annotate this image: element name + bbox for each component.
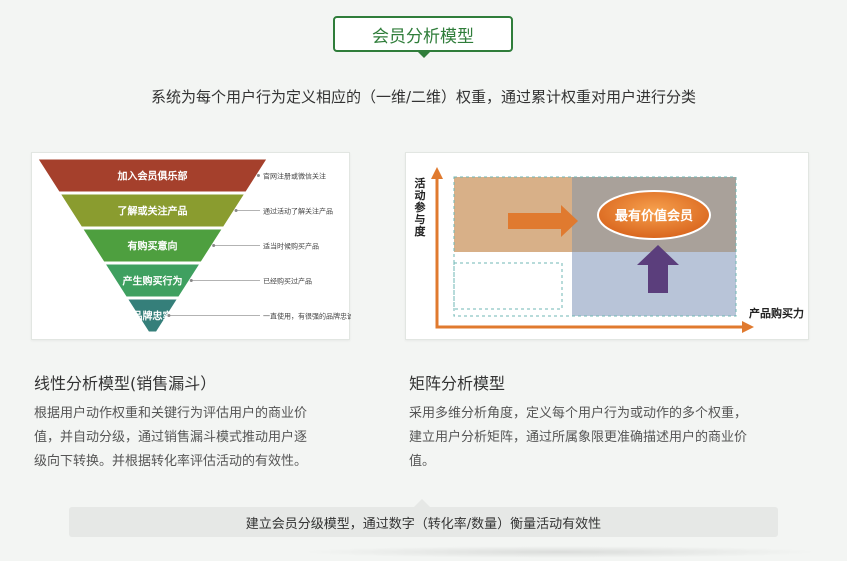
description-line: 采用多维分析角度，定义每个用户行为或动作的多个权重， bbox=[409, 406, 748, 421]
funnel-level-label: 了解或关注产品 bbox=[118, 205, 188, 218]
funnel-level-label: 产生购买行为 bbox=[123, 275, 183, 288]
matrix-diagram: 最有价值会员 活动参与度 产品购买力 bbox=[415, 167, 804, 333]
funnel-level-5 bbox=[126, 298, 179, 333]
description-line: 建立用户分析矩阵，通过所属象限更准确描述用户的商业价 bbox=[409, 430, 748, 445]
funnel-level-1 bbox=[37, 158, 268, 193]
matrix-model-description: 采用多维分析角度，定义每个用户行为或动作的多个权重， 建立用户分析矩阵，通过所属… bbox=[409, 402, 789, 474]
funnel-connector-dot bbox=[189, 279, 193, 282]
funnel-level-label: 有购买意向 bbox=[128, 240, 178, 253]
funnel-connector-dot bbox=[256, 174, 260, 177]
funnel-connector-dot bbox=[234, 209, 238, 212]
funnel-level-2 bbox=[59, 193, 246, 228]
center-bubble-label: 最有价值会员 bbox=[615, 208, 693, 224]
x-axis-label: 产品购买力 bbox=[749, 306, 804, 320]
funnel-panel: 加入会员俱乐部 官网注册或微信关注了解或关注产品 通过活动了解关注产品有购买意向 适当… bbox=[31, 152, 351, 340]
matrix-panel: 最有价值会员 活动参与度 产品购买力 bbox=[405, 152, 809, 340]
funnel-level-label: 品牌忠实 bbox=[133, 310, 173, 323]
matrix-model-heading: 矩阵分析模型 bbox=[409, 374, 506, 393]
funnel-level-3 bbox=[81, 228, 224, 263]
description-line: 值。 bbox=[409, 454, 436, 469]
y-axis-label: 活动参与度 bbox=[415, 176, 427, 238]
funnel-level-note: 已经购买过产品 bbox=[263, 277, 312, 286]
linear-model-description: 根据用户动作权重和关键行为评估用户的商业价 值，并自动分级，通过销售漏斗模式推动… bbox=[34, 402, 344, 474]
title-pointer bbox=[418, 52, 430, 58]
y-axis-arrowhead bbox=[431, 167, 443, 179]
footer-pointer bbox=[414, 499, 430, 507]
page-title: 会员分析模型 bbox=[333, 16, 513, 52]
description-line: 根据用户动作权重和关键行为评估用户的商业价 bbox=[34, 406, 308, 421]
footer-summary: 建立会员分级模型，通过数字（转化率/数量）衡量活动有效性 bbox=[69, 507, 778, 537]
up-arrow-icon bbox=[637, 245, 679, 293]
funnel-level-note: 适当时候购买产品 bbox=[263, 242, 319, 251]
description-line: 值，并自动分级，通过销售漏斗模式推动用户逐 bbox=[34, 430, 308, 445]
funnel-level-note: 通过活动了解关注产品 bbox=[263, 207, 333, 216]
center-bubble bbox=[597, 190, 711, 240]
funnel-connector-dot bbox=[167, 314, 171, 317]
matrix-quadrant-border bbox=[453, 176, 737, 317]
funnel-connector-dot bbox=[212, 244, 216, 247]
funnel-level-label: 加入会员俱乐部 bbox=[117, 170, 188, 183]
page-subtitle: 系统为每个用户行为定义相应的（一维/二维）权重，通过累计权重对用户进行分类 bbox=[150, 88, 697, 106]
bottom-shadow bbox=[300, 546, 820, 558]
funnel-level-note: 一直使用，有很强的品牌忠诚度 bbox=[263, 312, 351, 321]
funnel-level-4 bbox=[104, 263, 201, 298]
funnel-level-note: 官网注册或微信关注 bbox=[263, 172, 326, 181]
matrix-quadrant-bottom-left bbox=[453, 262, 563, 310]
x-axis-arrowhead bbox=[742, 321, 754, 333]
y-axis-arrow bbox=[435, 175, 746, 329]
description-line: 级向下转换。并根据转化率评估活动的有效性。 bbox=[34, 454, 308, 469]
right-arrow bbox=[508, 205, 578, 237]
linear-model-heading: 线性分析模型(销售漏斗） bbox=[34, 374, 217, 393]
